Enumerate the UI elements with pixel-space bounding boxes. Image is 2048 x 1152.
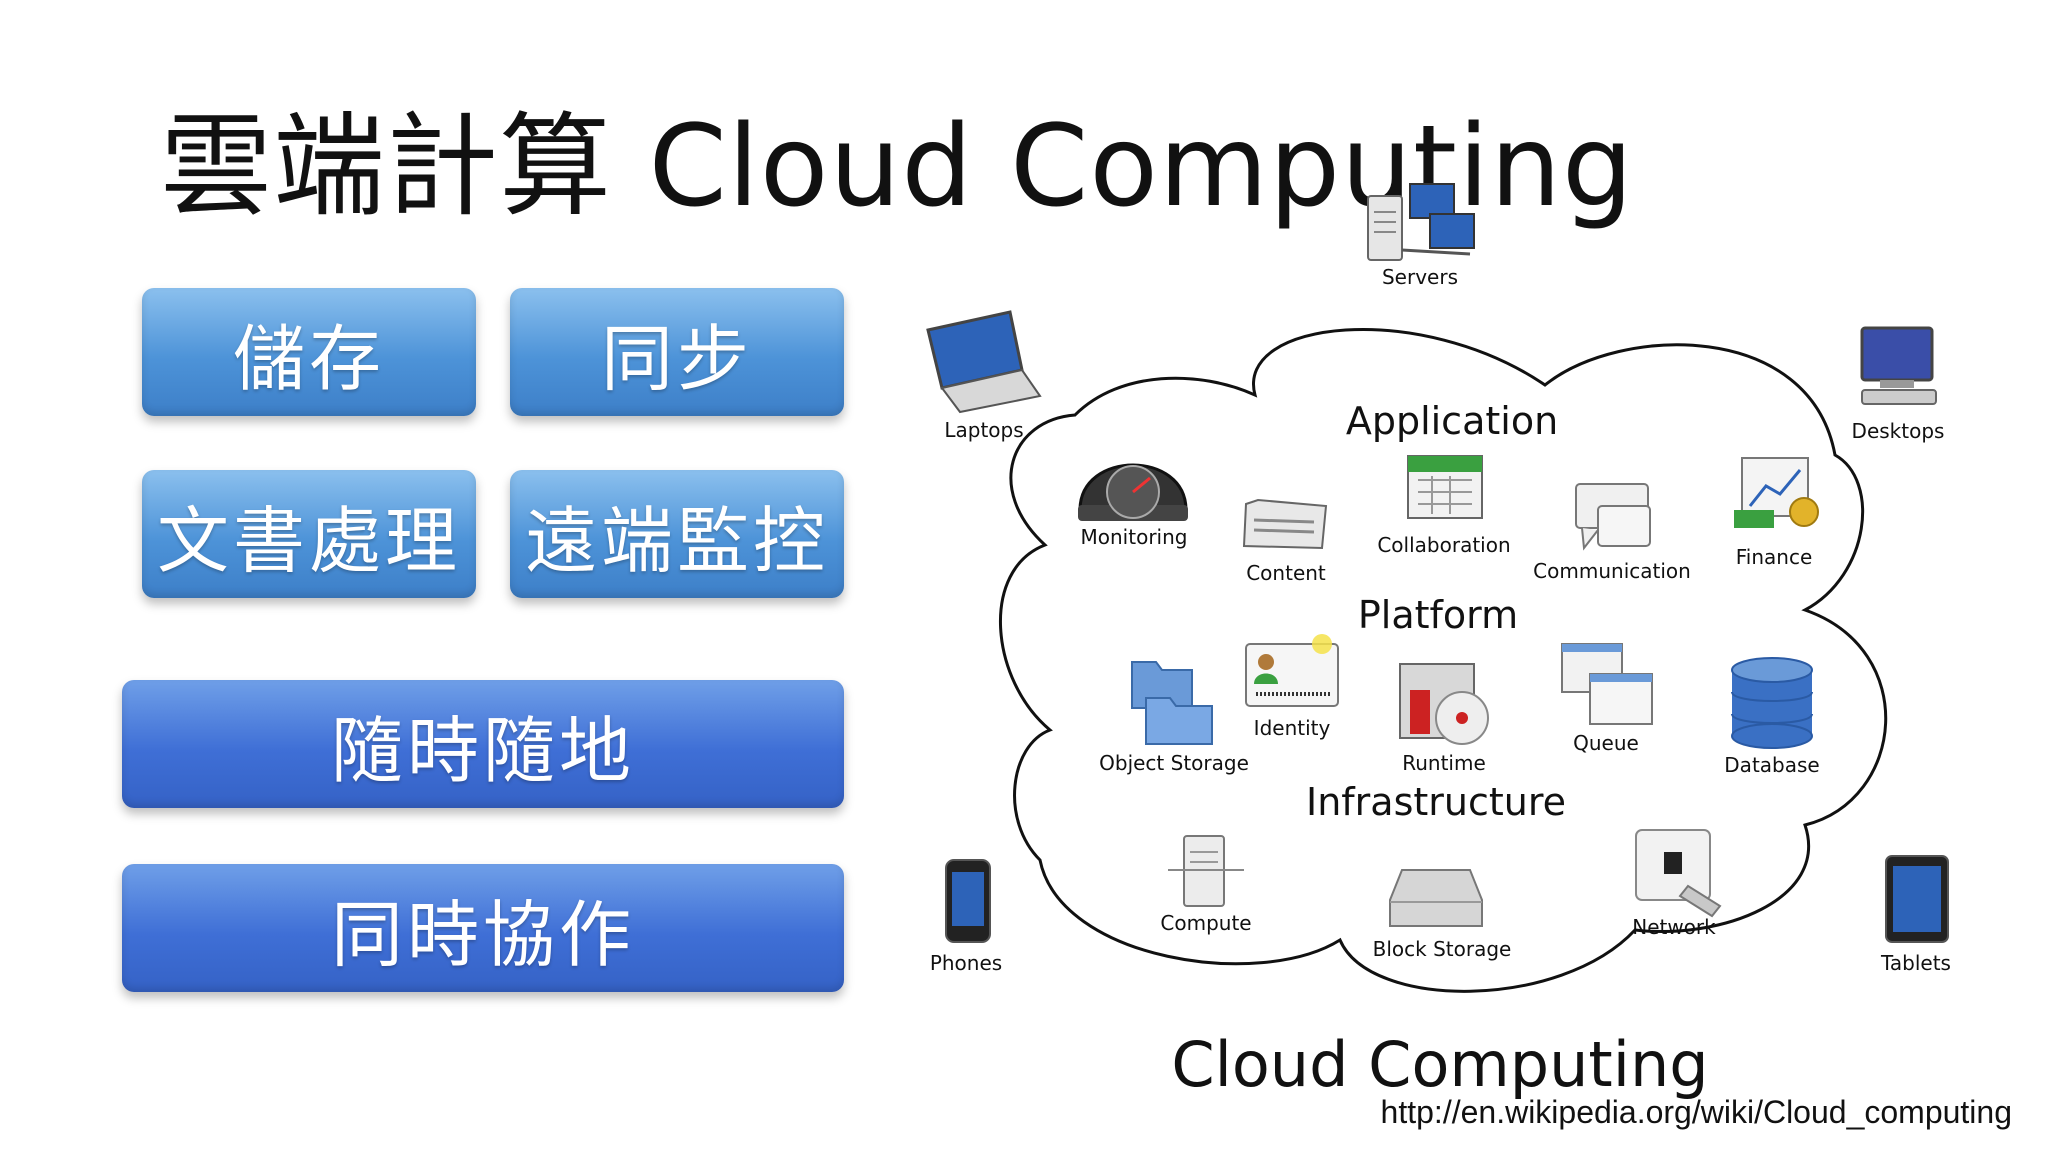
monitoring-label: Monitoring <box>1081 525 1188 549</box>
remote-monitoring-button[interactable]: 遠端監控 <box>510 470 844 598</box>
database-icon <box>1731 657 1813 749</box>
phone-icon <box>945 859 991 943</box>
communication-label: Communication <box>1533 559 1691 583</box>
infrastructure-layer-label: Infrastructure <box>1306 780 1566 824</box>
object-storage-label: Object Storage <box>1099 751 1249 775</box>
tablets-label: Tablets <box>1880 951 1951 975</box>
tablet-icon <box>1885 855 1949 943</box>
folders-icon <box>1131 661 1213 745</box>
queue-label: Queue <box>1573 731 1639 755</box>
queue-windows-icon <box>1561 643 1653 725</box>
cloud-outline <box>998 328 1888 993</box>
finance-chart-icon <box>1734 457 1819 528</box>
compute-label: Compute <box>1160 911 1251 935</box>
desktops-label: Desktops <box>1852 419 1945 443</box>
gauge-icon <box>1078 463 1188 521</box>
laptop-icon <box>926 310 1042 414</box>
application-layer-label: Application <box>1346 399 1558 443</box>
diagram-title: Cloud Computing <box>1171 1028 1708 1100</box>
hard-drive-icon <box>1389 869 1483 927</box>
network-jack-icon <box>1635 829 1722 918</box>
database-label: Database <box>1724 753 1819 777</box>
finance-label: Finance <box>1736 545 1813 569</box>
content-label: Content <box>1246 561 1326 585</box>
anytime-anywhere-button[interactable]: 隨時隨地 <box>122 680 844 808</box>
calendar-icon <box>1407 455 1483 519</box>
collaboration-button[interactable]: 同時協作 <box>122 864 844 992</box>
block-storage-label: Block Storage <box>1373 937 1512 961</box>
platform-layer-label: Platform <box>1358 593 1518 637</box>
chat-bubbles-icon <box>1575 483 1651 551</box>
phones-label: Phones <box>930 951 1002 975</box>
newspaper-icon <box>1242 498 1328 550</box>
network-label: Network <box>1632 915 1716 939</box>
identity-label: Identity <box>1254 716 1331 740</box>
runtime-label: Runtime <box>1402 751 1486 775</box>
compute-server-icon <box>1168 835 1244 907</box>
source-link[interactable]: http://en.wikipedia.org/wiki/Cloud_compu… <box>1380 1094 2012 1130</box>
runtime-icon <box>1399 663 1489 745</box>
word-processing-button[interactable]: 文書處理 <box>142 470 476 598</box>
desktop-icon <box>1860 326 1937 405</box>
collaboration-label: Collaboration <box>1377 533 1510 557</box>
laptops-label: Laptops <box>944 418 1023 442</box>
sync-button[interactable]: 同步 <box>510 288 844 416</box>
cloud-computing-diagram: Servers Laptops Desktops Phones Tablets … <box>926 183 1951 1100</box>
storage-button[interactable]: 儲存 <box>142 288 476 416</box>
servers-label: Servers <box>1382 265 1458 289</box>
servers-icon <box>1367 183 1475 261</box>
id-card-icon <box>1245 634 1339 707</box>
